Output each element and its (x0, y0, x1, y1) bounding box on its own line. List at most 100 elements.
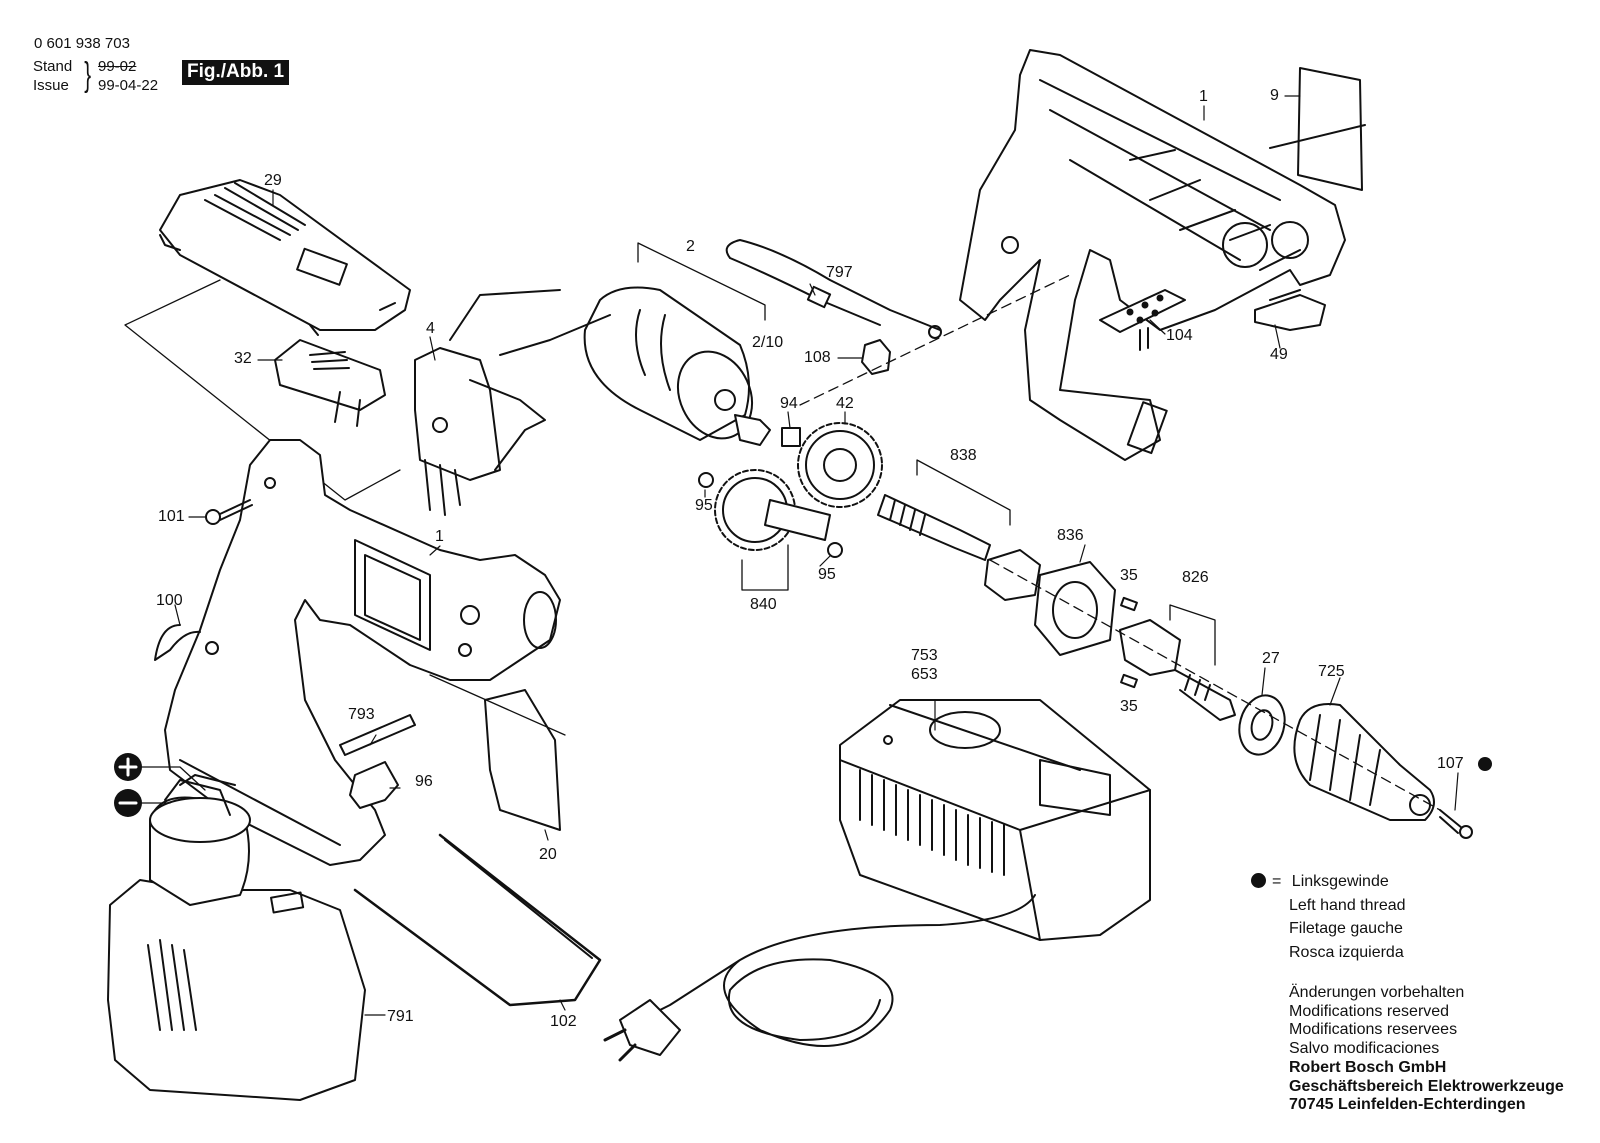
gear-42 (797, 422, 883, 508)
callout-753: 753 (911, 647, 938, 664)
figure-label: Fig./Abb. 1 (182, 60, 290, 85)
ball-bearing (1238, 694, 1286, 756)
keyless-chuck (1293, 703, 1435, 821)
callout-29: 29 (264, 172, 282, 189)
minus-terminal-icon (114, 789, 171, 817)
axis-line-lower (989, 559, 1441, 811)
callout-49: 49 (1270, 346, 1288, 363)
housing-half-left (164, 439, 561, 866)
bracket-2 (637, 242, 766, 321)
pin-95-bottom (827, 542, 843, 558)
screwdriver-bit (339, 714, 416, 756)
callout-100: 100 (156, 592, 183, 609)
axis-line-upper (799, 274, 1071, 406)
plus-terminal-icon (114, 753, 206, 791)
callout-95-top: 95 (695, 497, 713, 514)
callout-35-top: 35 (1120, 567, 1138, 584)
callout-108: 108 (804, 349, 831, 366)
footer-line-fr: Modifications reservees (1289, 1021, 1458, 1039)
callout-9: 9 (1270, 87, 1279, 104)
callout-836: 836 (1057, 527, 1084, 544)
callout-102: 102 (550, 1013, 577, 1030)
callout-797: 797 (826, 264, 853, 281)
callout-2: 2 (686, 238, 695, 255)
callout-94: 94 (780, 395, 798, 412)
callout-838: 838 (950, 447, 977, 464)
footer-line-en: Modifications reserved (1289, 1002, 1450, 1020)
footer-notice: Änderungen vorbehalten Modifications res… (1289, 984, 1564, 1115)
callout-32: 32 (234, 350, 252, 367)
issue-date: 99-04-22 (98, 77, 159, 94)
switch-cap (1254, 289, 1326, 331)
leader-lines (174, 95, 1459, 1016)
callout-4: 4 (426, 320, 435, 337)
stand-label: Stand (33, 58, 73, 75)
guide-rail (353, 833, 602, 1007)
motor-wires (449, 289, 611, 356)
battery-cover (159, 179, 411, 336)
coupling (984, 549, 1041, 601)
legend-text-de: Linksgewinde (1291, 873, 1389, 890)
legend-text-fr: Filetage gauche (1289, 920, 1403, 937)
bit-holder (349, 761, 399, 809)
callout-1-right: 1 (1199, 88, 1208, 105)
label-plate (1269, 67, 1366, 191)
belt-clip (154, 624, 201, 661)
rating-label (429, 674, 566, 831)
callout-96: 96 (415, 773, 433, 790)
bracket-826 (1169, 604, 1216, 666)
left-hand-thread-marker-icon (1478, 757, 1492, 771)
callout-840: 840 (750, 596, 777, 613)
battery-charger (839, 699, 1151, 941)
callout-791: 791 (387, 1008, 414, 1025)
housing-half-right (959, 49, 1346, 461)
legend-line-1: = Linksgewinde (1251, 870, 1389, 894)
header-brace: } (84, 56, 92, 94)
callout-42: 42 (836, 395, 854, 412)
housing-screw (205, 499, 253, 525)
callout-725: 725 (1318, 663, 1345, 680)
switch-unit (414, 347, 546, 516)
legend-text-en: Left hand thread (1289, 896, 1406, 914)
legend-symbol: = (1272, 873, 1282, 890)
bracket-838 (916, 459, 1011, 526)
footer-company: Robert Bosch GmbH (1289, 1058, 1447, 1076)
part-number: 0 601 938 703 (34, 35, 130, 52)
output-spindle (1119, 619, 1236, 721)
terminal-block (1099, 289, 1186, 351)
footer-line-de: Änderungen vorbehalten (1289, 984, 1465, 1001)
carrying-strap (725, 239, 942, 339)
callout-35-bottom: 35 (1120, 698, 1138, 715)
bracket-840 (741, 544, 789, 591)
left-hand-thread-legend: = Linksgewinde Left hand thread Filetage… (1251, 870, 1427, 964)
legend-dot-icon (1251, 873, 1266, 888)
pin-95-top (698, 472, 714, 488)
callout-1-left: 1 (435, 528, 444, 545)
legend-text-es: Rosca izquierda (1289, 943, 1404, 961)
stand-date-struck: 99-02 (98, 58, 137, 75)
strap-clip (861, 339, 891, 375)
spacer-ring-94 (781, 427, 801, 447)
pin-35-bottom (1120, 673, 1138, 689)
assembly-line-cover (124, 279, 401, 501)
footer-line-es: Salvo modificaciones (1289, 1040, 1440, 1058)
callout-107: 107 (1437, 755, 1464, 772)
power-plug (603, 999, 681, 1062)
callout-826: 826 (1182, 569, 1209, 586)
spindle-shaft (877, 494, 991, 561)
callout-653: 653 (911, 666, 938, 683)
chuck-screw (1439, 809, 1473, 839)
issue-label: Issue (33, 77, 69, 94)
gear-840 (714, 469, 831, 551)
callout-95-bottom: 95 (818, 566, 836, 583)
footer-division: Geschäftsbereich Elektrowerkzeuge (1289, 1077, 1564, 1095)
callout-2-10: 2/10 (752, 334, 784, 351)
callout-20: 20 (539, 846, 557, 863)
callout-104: 104 (1166, 327, 1193, 344)
callout-793: 793 (348, 706, 375, 723)
bearing-plate (1034, 561, 1116, 656)
callout-27: 27 (1262, 650, 1280, 667)
pin-35-top (1120, 596, 1138, 612)
callout-101: 101 (158, 508, 185, 525)
